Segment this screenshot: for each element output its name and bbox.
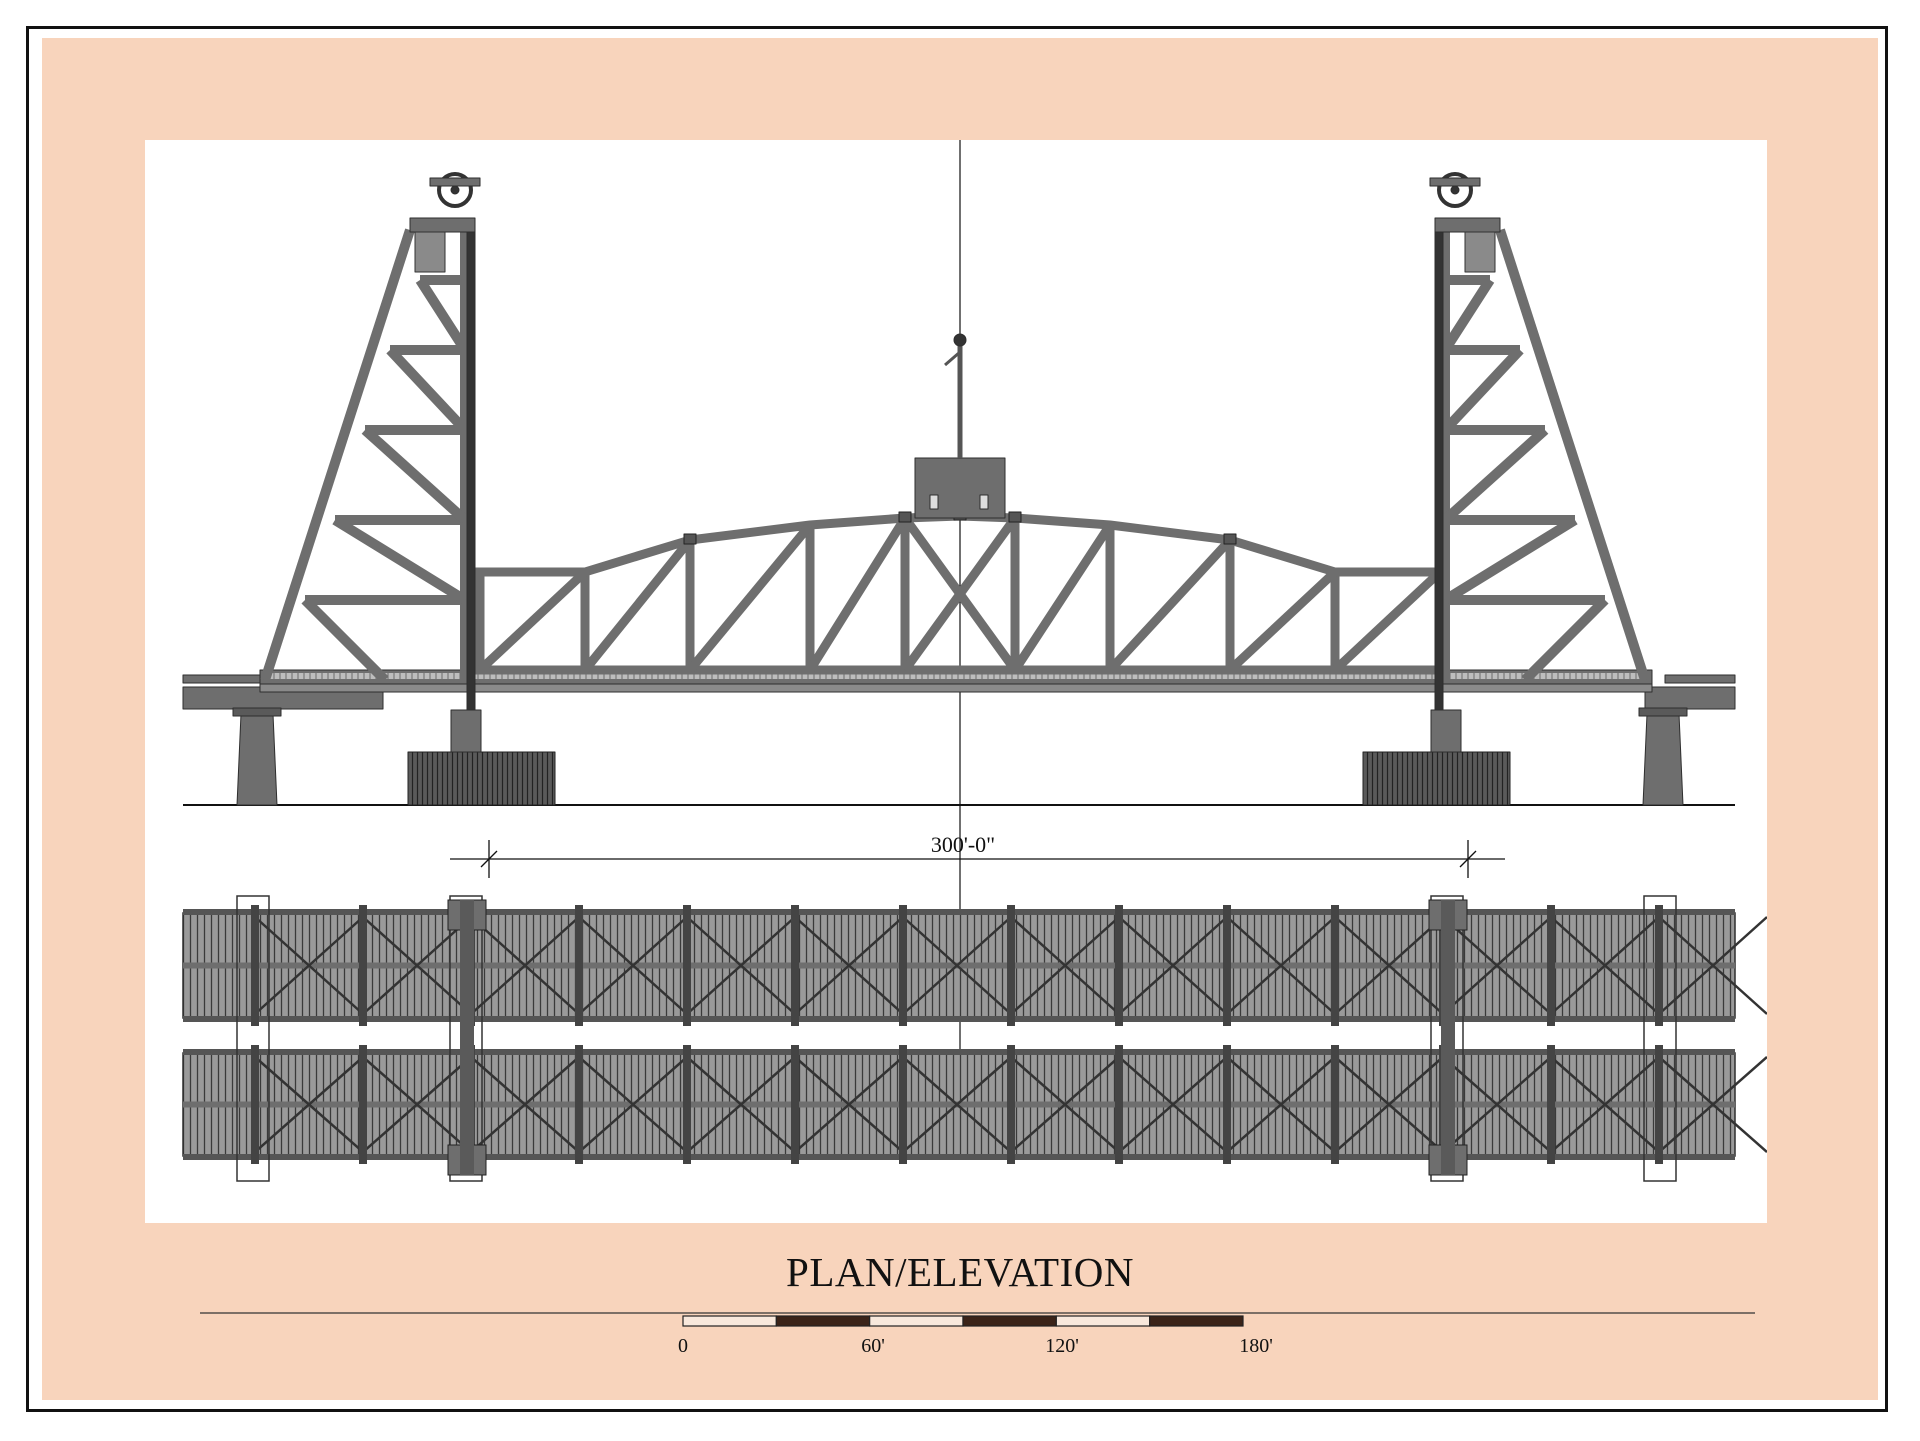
drawing-area: 300'-0" bbox=[145, 140, 1767, 1223]
operator-house bbox=[914, 457, 1006, 519]
tower-leg-right bbox=[1434, 229, 1444, 711]
elevation-view bbox=[182, 172, 1736, 806]
span-dimension-label: 300'-0" bbox=[931, 832, 995, 857]
approach-girder-right bbox=[1644, 686, 1736, 710]
plan-pier-outline-3 bbox=[1430, 895, 1464, 1182]
lift-tower-right bbox=[1440, 228, 1650, 684]
plan-pier-outline-1 bbox=[236, 895, 270, 1182]
sheave-left bbox=[437, 172, 473, 208]
sheave-right bbox=[1437, 172, 1473, 208]
approach-railing-right bbox=[1664, 674, 1736, 684]
span-dimension bbox=[450, 840, 1505, 878]
approach-pier-left bbox=[236, 713, 278, 806]
lift-tower-left bbox=[260, 228, 470, 684]
plan-tower-2 bbox=[1441, 900, 1455, 1175]
plan-view bbox=[182, 895, 1767, 1182]
plan-tower-1 bbox=[460, 900, 474, 1175]
approach-pier-right bbox=[1642, 713, 1684, 806]
tower-leg-left bbox=[466, 229, 476, 711]
tower-pier-fender-left bbox=[407, 751, 556, 806]
bridge-drawing: 300'-0" bbox=[182, 140, 1767, 1182]
drawing-title: PLAN/ELEVATION bbox=[786, 1249, 1134, 1295]
plan-pier-outline-2 bbox=[449, 895, 483, 1182]
plan-pier-outline-4 bbox=[1643, 895, 1677, 1182]
tower-pier-fender-right bbox=[1362, 751, 1511, 806]
